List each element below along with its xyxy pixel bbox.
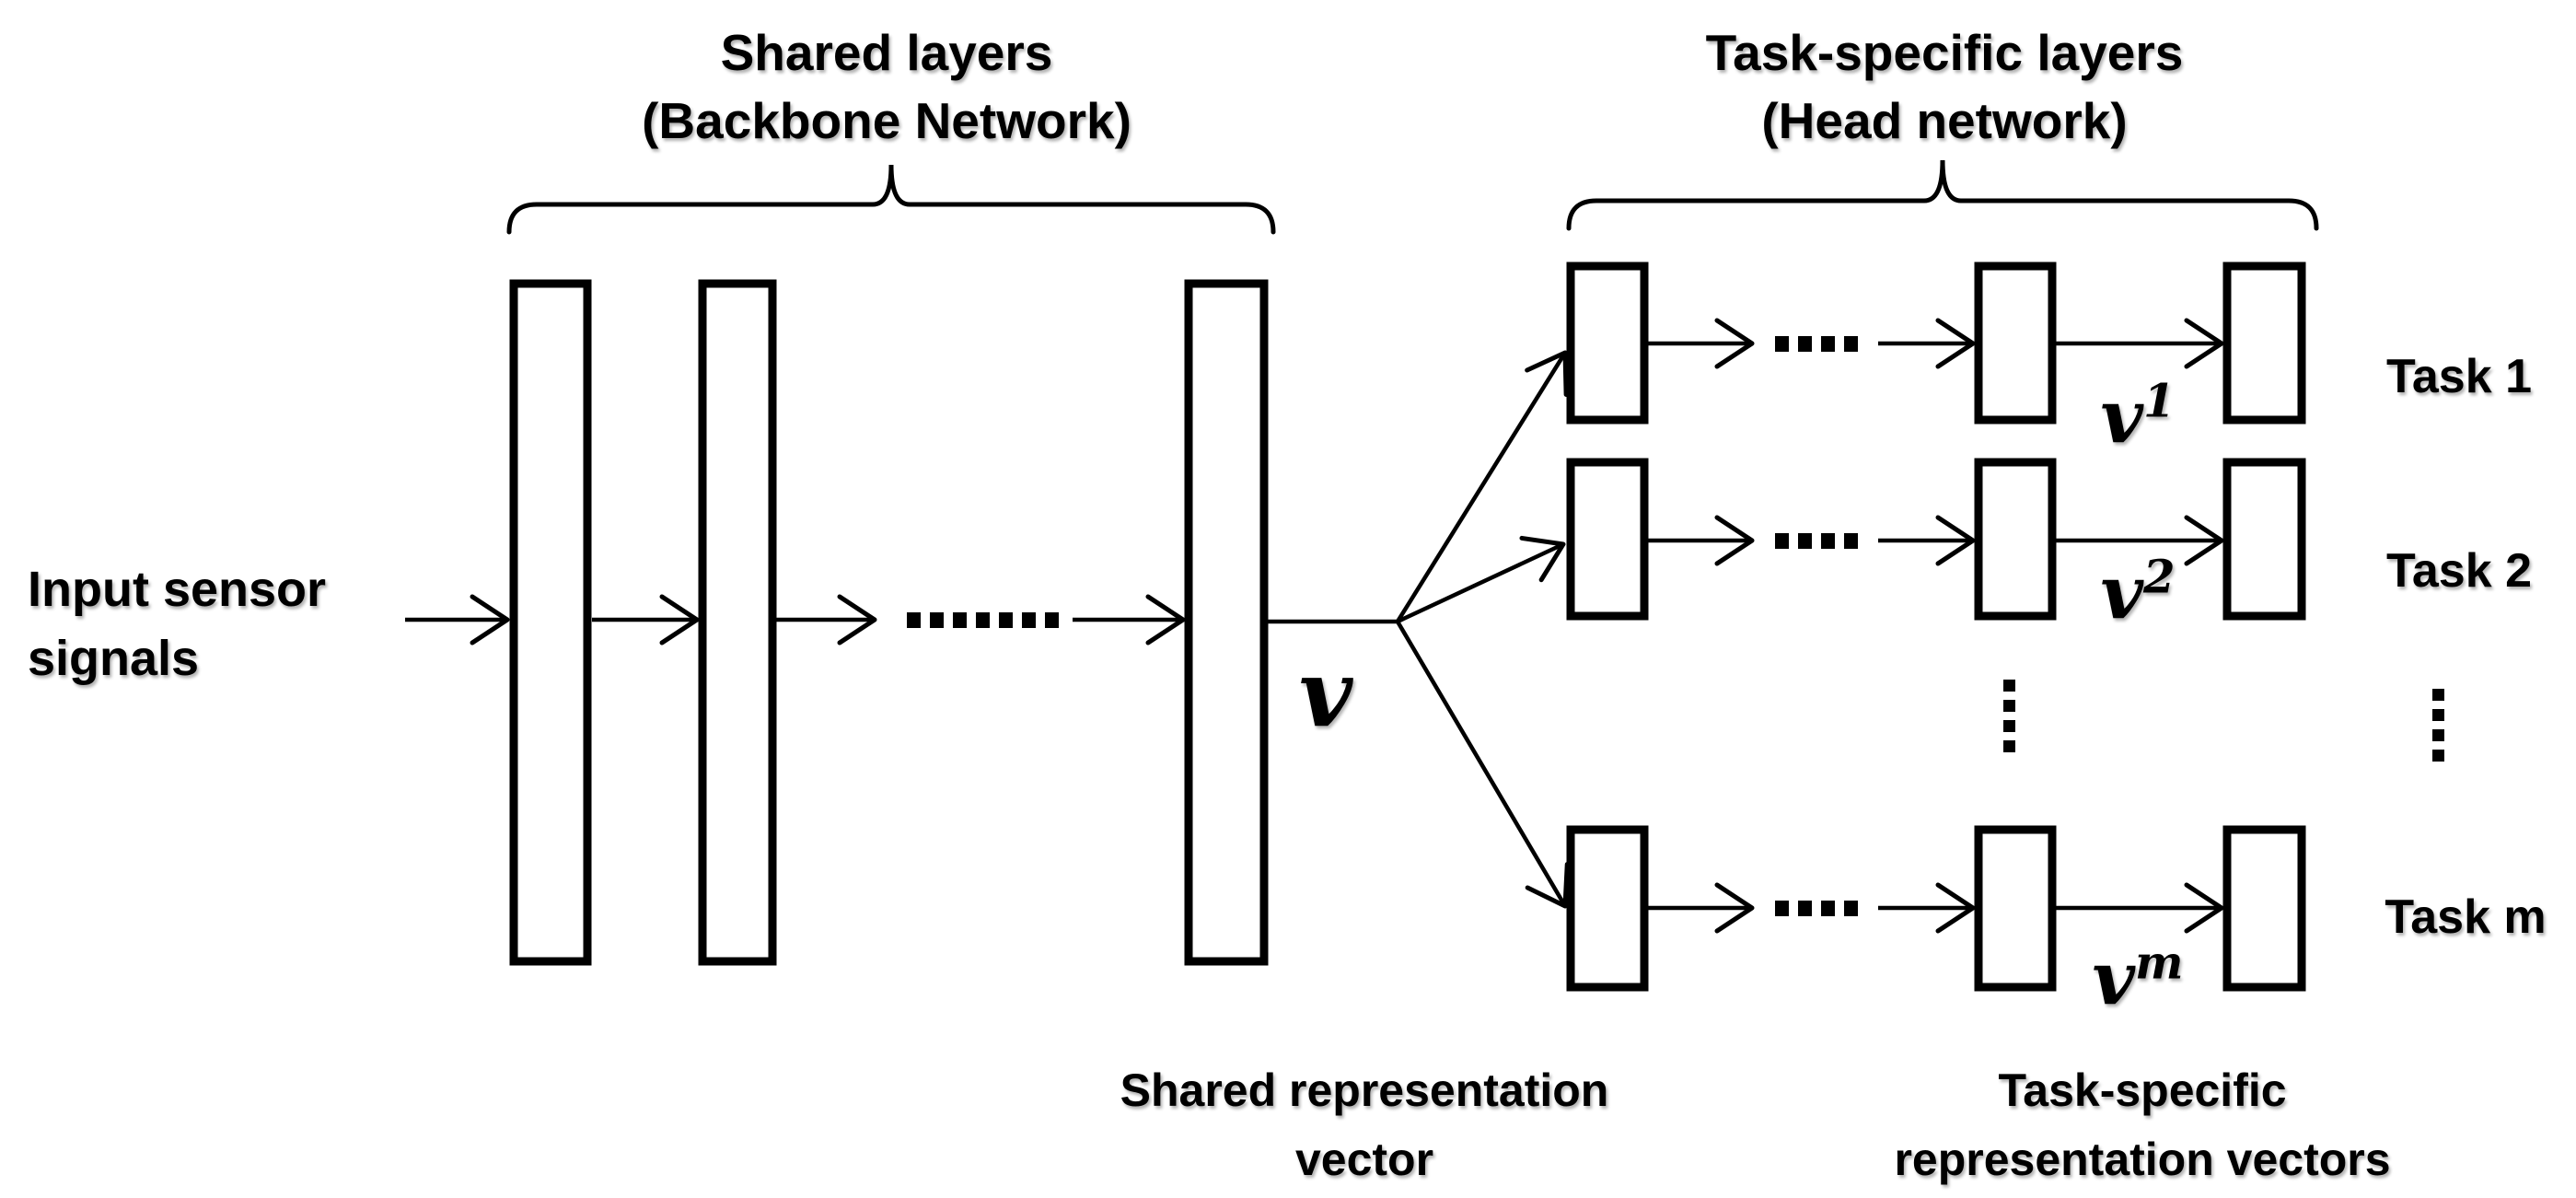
shared-vector-symbol: v xyxy=(1298,639,1353,748)
input-signals-line2: signals xyxy=(28,631,200,686)
backbone-layer-2 xyxy=(698,279,777,966)
shared-representation-caption: Shared representation vector xyxy=(1120,1056,1609,1194)
task2-vector-base: v xyxy=(2100,549,2143,635)
heads-title: Task-specific layers (Head network) xyxy=(1706,18,2184,155)
task2-label: Task 2 xyxy=(2385,544,2533,598)
input-signals-label: Input sensor signals xyxy=(28,555,326,693)
heads-title-line2: (Head network) xyxy=(1761,92,2128,149)
task2-rect-3 xyxy=(2222,458,2306,621)
task2-rect-2 xyxy=(1974,458,2057,621)
backbone-layer-3 xyxy=(1184,279,1269,966)
task1-rect-2 xyxy=(1974,262,2057,425)
shared-representation-caption-line1: Shared representation xyxy=(1120,1064,1609,1116)
task2-vector-label: v2 xyxy=(2101,549,2176,635)
fan-arrow-task2 xyxy=(1397,535,1566,624)
backbone-title: Shared layers (Backbone Network) xyxy=(642,18,1131,155)
task1-rect-1 xyxy=(1566,262,1649,425)
taskm-vector-sup: m xyxy=(2135,935,2184,990)
input-signals-line1: Input sensor xyxy=(28,562,327,617)
backbone-title-line2: (Backbone Network) xyxy=(642,92,1131,149)
tasks-vertical-ellipsis-left xyxy=(2003,680,2015,752)
task1-vector-sup: 1 xyxy=(2142,373,2176,428)
shared-representation-caption-line2: vector xyxy=(1294,1134,1434,1185)
task-representation-caption-line1: Task-specific xyxy=(1998,1064,2287,1116)
taskm-rect-1 xyxy=(1566,825,1649,992)
task1-label: Task 1 xyxy=(2385,350,2533,403)
taskm-rect-2 xyxy=(1974,825,2057,992)
taskm-vector-label: vm xyxy=(2093,935,2184,1021)
backbone-title-line1: Shared layers xyxy=(720,24,1053,81)
task1-rect-3 xyxy=(2222,262,2306,425)
backbone-ellipsis xyxy=(907,612,1059,628)
heads-brace xyxy=(1566,159,2319,231)
task-representation-caption-line2: representation vectors xyxy=(1894,1134,2391,1185)
taskm-rect-3 xyxy=(2222,825,2306,992)
task1-ellipsis xyxy=(1775,336,1858,352)
task1-vector-label: v1 xyxy=(2101,373,2176,459)
task2-ellipsis xyxy=(1775,533,1858,549)
heads-title-line1: Task-specific layers xyxy=(1705,24,2184,81)
taskm-vector-base: v xyxy=(2092,935,2135,1021)
fan-arrow-taskm xyxy=(1396,620,1570,909)
backbone-layer-1 xyxy=(509,279,592,966)
task2-rect-1 xyxy=(1566,458,1649,621)
task1-vector-base: v xyxy=(2100,373,2143,459)
tasks-vertical-ellipsis-right xyxy=(2432,689,2444,762)
fan-arrow-task1 xyxy=(1396,350,1569,623)
taskm-label: Task m xyxy=(2385,890,2547,944)
taskm-ellipsis xyxy=(1775,901,1858,916)
backbone-brace xyxy=(506,164,1276,235)
task2-vector-sup: 2 xyxy=(2142,549,2176,604)
task-representation-caption: Task-specific representation vectors xyxy=(1894,1056,2390,1194)
